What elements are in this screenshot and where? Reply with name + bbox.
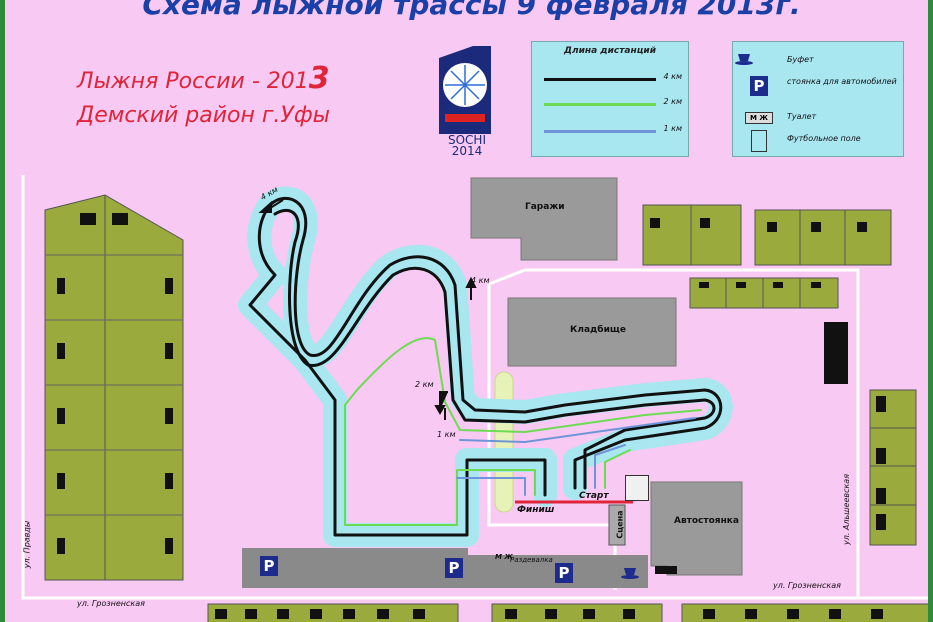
sochi-logo-name: SOCHI <box>447 133 486 147</box>
symbol-legend: Буфет P стоянка для автомобилей М Ж Туал… <box>732 41 904 157</box>
km2-label: 2 км <box>415 380 434 389</box>
garage-block-black <box>824 322 848 384</box>
street-pravdy-label: ул. Правды <box>22 520 32 569</box>
street-groznenskaya-right: ул. Грозненская <box>773 581 841 590</box>
start-label: Старт <box>579 491 609 501</box>
autostoyanka-area <box>650 481 743 576</box>
legend-line-green <box>544 103 656 106</box>
cup-icon <box>735 54 753 65</box>
autostoyanka-gate <box>655 566 677 574</box>
parking-icon: P <box>750 76 768 96</box>
parking-icon: P <box>260 556 278 576</box>
stage-label: Сцена <box>615 510 625 539</box>
sochi-logo <box>439 46 491 134</box>
street-alsheevskaya-label: ул. Альшеевская <box>842 473 852 546</box>
parking-icon: P <box>445 558 463 578</box>
legend-row-1km: 1 км <box>544 124 682 138</box>
apartment-building-left <box>44 194 184 581</box>
field-icon <box>751 130 767 152</box>
garages-label: Гаражи <box>525 202 565 212</box>
road-alsheevskaya <box>488 268 860 598</box>
event-title: Лыжня России - 2013 Демский район г.Уфы <box>77 62 330 133</box>
stage-block <box>608 504 626 546</box>
page-title: Схема лыжной трассы 9 февраля 2013г. <box>142 0 801 21</box>
autostoyanka-label: Автостоянка <box>674 516 739 526</box>
legend-len-2km: 2 км <box>663 97 683 106</box>
legend-field-label: Футбольное поле <box>787 134 861 143</box>
legend-line-blue <box>544 130 656 133</box>
legend-len-4km: 4 км <box>663 72 683 81</box>
map-drawing <box>21 46 928 622</box>
legend-row-2km: 2 км <box>544 97 682 111</box>
finish-label: Финиш <box>517 505 555 515</box>
sochi-logo-year: 2014 <box>451 144 483 158</box>
house-windows-bottom <box>215 609 883 619</box>
event-line1: Лыжня России - 201 <box>77 69 309 94</box>
road-inner <box>487 284 615 527</box>
direction-arrows <box>258 199 477 420</box>
sochi-logo-text: SOCHI 2014 <box>441 133 493 158</box>
legend-line-black <box>544 78 656 81</box>
event-line2: Демский район г.Уфы <box>77 103 331 128</box>
parking-icon: P <box>555 563 573 583</box>
house-windows-right <box>650 218 867 288</box>
km4-right-label: 4 км <box>471 276 490 285</box>
legend-parking-label: стоянка для автомобилей <box>787 77 897 86</box>
legend-row-4km: 4 км <box>544 72 682 86</box>
event-line1-suffix: 3 <box>308 61 330 96</box>
legend-toilet-label: Туалет <box>787 112 817 121</box>
road-pravdy-groznenskaya <box>21 175 928 600</box>
football-field-icon <box>625 475 649 501</box>
cemetery-area <box>507 297 677 367</box>
legend-len-1km: 1 км <box>663 124 683 133</box>
legend-buffet-label: Буфет <box>787 55 814 64</box>
street-groznenskaya-left: ул. Грозненская <box>77 599 145 608</box>
toilet-icon: М Ж <box>745 112 773 124</box>
houses-right-column <box>869 389 917 546</box>
toilet-label: М Ж <box>495 553 513 561</box>
houses-top-right <box>642 204 892 309</box>
cup-icon <box>621 568 639 579</box>
distance-legend: Длина дистанций 4 км 2 км 1 км <box>531 41 689 157</box>
km1-label: 1 км <box>437 430 456 439</box>
cemetery-label: Кладбище <box>570 325 626 335</box>
garages-building <box>470 177 618 261</box>
distance-legend-title: Длина дистанций <box>563 46 657 56</box>
ski-track <box>238 186 733 547</box>
houses-bottom-row <box>207 603 928 622</box>
changing-room-label: Раздевалка <box>510 556 553 564</box>
